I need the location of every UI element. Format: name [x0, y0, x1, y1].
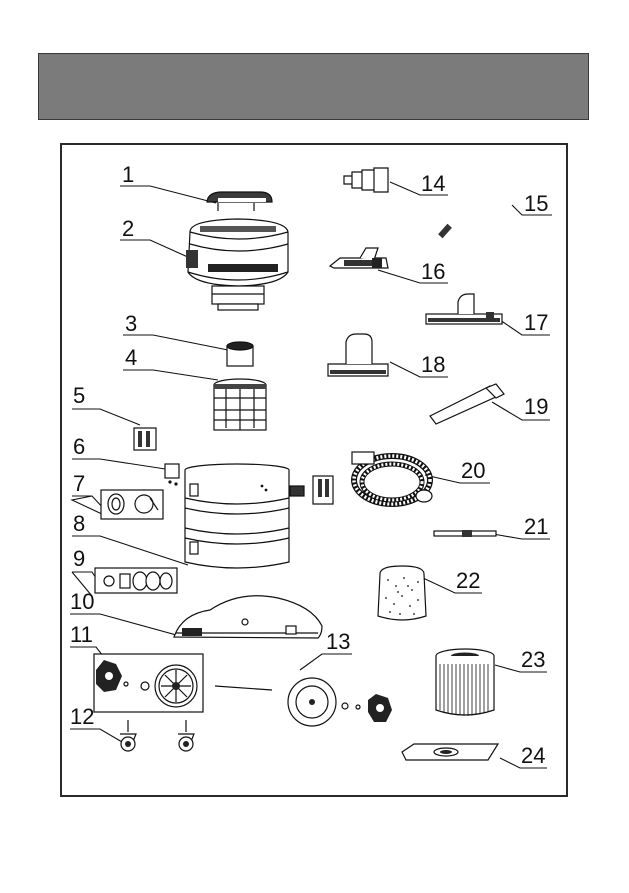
callout-4: 4 — [125, 345, 137, 370]
part-tank — [184, 463, 334, 569]
part-foam-filter — [377, 565, 427, 621]
leader-1 — [120, 185, 217, 204]
leader-19 — [491, 401, 550, 421]
part-foam-cap — [226, 341, 254, 367]
callout-10: 10 — [70, 589, 94, 614]
callout-21: 21 — [524, 514, 548, 539]
callout-3: 3 — [125, 311, 137, 336]
part-seal-set — [94, 567, 178, 594]
part-base — [173, 595, 323, 639]
callout-2: 2 — [122, 216, 134, 241]
callout-24: 24 — [521, 743, 545, 768]
part-switch — [164, 463, 180, 486]
leader-3 — [123, 334, 229, 351]
part-handle — [206, 191, 273, 211]
callout-23: 23 — [521, 647, 545, 672]
callout-16: 16 — [421, 259, 445, 284]
leader-2 — [120, 239, 191, 259]
callout-labels: 1 2 3 4 5 6 7 8 9 10 11 12 13 14 15 16 1… — [70, 162, 548, 768]
leader-10 — [70, 613, 181, 637]
header-bar — [38, 53, 589, 120]
leader-5 — [72, 408, 141, 426]
leader-16 — [377, 269, 448, 284]
leader-20 — [424, 474, 490, 484]
part-extension-tube — [433, 530, 497, 537]
part-cartridge-filter — [435, 648, 495, 716]
callout-19: 19 — [524, 394, 548, 419]
callout-20: 20 — [461, 458, 485, 483]
callout-11: 11 — [70, 622, 93, 647]
leader-24 — [499, 757, 547, 769]
part-socket-set — [100, 489, 164, 520]
leader-23 — [494, 664, 547, 673]
callout-9: 9 — [73, 546, 85, 571]
leader-17 — [499, 319, 550, 336]
leader-21 — [492, 533, 550, 540]
part-axle-wheel — [214, 677, 392, 727]
part-hose — [351, 451, 433, 507]
callout-14: 14 — [421, 171, 445, 196]
leader-8 — [72, 535, 189, 566]
callout-13: 13 — [326, 629, 350, 654]
callout-1: 1 — [122, 162, 134, 187]
part-crevice-tool — [429, 383, 505, 425]
leader-14 — [389, 181, 448, 196]
part-motor-head — [186, 218, 289, 311]
part-wide-squeegee — [401, 743, 500, 761]
callout-7: 7 — [73, 471, 85, 496]
part-latch — [133, 427, 157, 451]
callout-5: 5 — [73, 383, 85, 408]
callout-15: 15 — [524, 191, 548, 216]
leader-22 — [422, 577, 482, 594]
leader-6 — [72, 458, 173, 471]
callout-17: 17 — [524, 310, 548, 335]
callout-12: 12 — [70, 704, 94, 729]
leader-4 — [123, 369, 219, 381]
callout-8: 8 — [73, 511, 85, 536]
part-floor-tool — [328, 247, 389, 269]
leader-15 — [511, 204, 552, 216]
part-wide-nozzle — [425, 293, 503, 325]
callout-22: 22 — [456, 568, 480, 593]
part-rear-wheel-set — [93, 653, 204, 713]
part-filter-cage — [213, 378, 267, 431]
part-adapter — [343, 167, 389, 193]
leader-18 — [389, 361, 448, 378]
callout-6: 6 — [73, 434, 85, 459]
part-caster-wheels — [120, 720, 195, 752]
leader-lines — [70, 181, 552, 769]
leader-13 — [299, 653, 352, 671]
leader-12 — [70, 728, 123, 743]
callout-18: 18 — [421, 352, 445, 377]
part-upholstery-tool — [327, 333, 389, 377]
diagram-frame — [60, 143, 568, 797]
part-curved-wand — [438, 197, 512, 240]
